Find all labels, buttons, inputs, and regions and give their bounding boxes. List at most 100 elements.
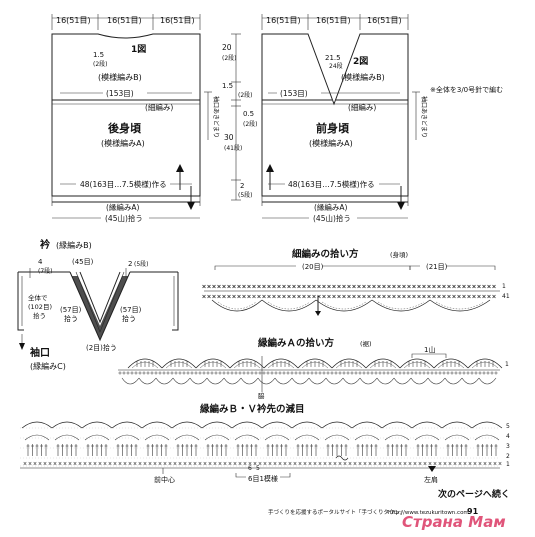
- section3-front-center: 前中心: [154, 475, 175, 484]
- chain-stitch: [222, 371, 226, 375]
- single-crochet-stitch: [352, 284, 356, 289]
- single-crochet-stitch: [412, 284, 416, 289]
- cuff-pattern: (縁編みC): [30, 361, 66, 371]
- single-crochet-stitch: [277, 294, 281, 299]
- back-fig-label: 1図: [131, 44, 146, 55]
- single-crochet-stitch: [377, 294, 381, 299]
- chain-arc-inner: [267, 301, 311, 310]
- chain-stitch: [398, 371, 402, 375]
- back-width-153: (153目): [106, 89, 134, 98]
- edging-a-loop: [365, 358, 401, 369]
- chain-stitch: [154, 371, 158, 375]
- chain-stitch: [270, 371, 274, 375]
- single-crochet-stitch: [202, 294, 206, 299]
- single-crochet-stitch: [433, 461, 437, 466]
- chain-stitch: [478, 371, 482, 375]
- single-crochet-stitch: [432, 294, 436, 299]
- single-crochet-stitch: [392, 294, 396, 299]
- edging-a-lower-arc: [427, 377, 446, 385]
- edging-a-lower-arc: [189, 377, 208, 385]
- chain-stitch: [462, 371, 466, 375]
- site-watermark: Страна Мам: [402, 513, 506, 531]
- single-crochet-stitch: [307, 294, 311, 299]
- single-crochet-stitch: [267, 284, 271, 289]
- cuff-title: 袖口: [29, 346, 50, 359]
- single-crochet-stitch: [257, 294, 261, 299]
- chain-stitch: [262, 371, 266, 375]
- dim-0-5: 0.5: [243, 110, 254, 118]
- chain-stitch: [166, 371, 170, 375]
- edging-b-shell: [291, 421, 323, 429]
- section3-row-2: 2: [506, 453, 510, 460]
- chain-stitch: [122, 371, 126, 375]
- single-crochet-stitch: [472, 284, 476, 289]
- chain-stitch: [338, 371, 342, 375]
- single-crochet-stitch: [138, 461, 142, 466]
- front-dim-top-mid: 16(51目): [316, 16, 351, 25]
- single-crochet-stitch: [417, 284, 421, 289]
- single-crochet-stitch: [458, 461, 462, 466]
- edging-a-loop: [161, 358, 197, 369]
- chain-stitch: [386, 371, 390, 375]
- front-width-153: (153目): [280, 89, 308, 98]
- section3-row-1: 1: [506, 461, 510, 468]
- edging-a-lower-arc: [393, 377, 412, 385]
- single-crochet-stitch: [302, 294, 306, 299]
- chain-stitch: [382, 371, 386, 375]
- edging-a-loop: [127, 358, 163, 369]
- single-crochet-stitch: [428, 461, 432, 466]
- chain-stitch: [350, 371, 354, 375]
- single-crochet-stitch: [292, 284, 296, 289]
- chain-stitch: [254, 371, 258, 375]
- single-crochet-stitch: [327, 294, 331, 299]
- edging-b-shell: [354, 434, 380, 441]
- single-crochet-stitch: [432, 284, 436, 289]
- single-crochet-stitch: [422, 294, 426, 299]
- single-crochet-stitch: [422, 284, 426, 289]
- back-pattern-a: (模様編みA): [101, 138, 145, 148]
- single-crochet-stitch: [298, 461, 302, 466]
- back-side-open: 袖口あきどまり: [212, 96, 220, 138]
- footer-caption: 手づくりを応援するポータルサイト「手づくりタウン」: [268, 508, 406, 516]
- section-edging-b: 縁編みＢ・Ｖ衿先の減目 5 4 3 2 1 6 5 6目1模様 前中心 左肩: [20, 403, 510, 484]
- single-crochet-stitch: [277, 284, 281, 289]
- single-crochet-stitch: [113, 461, 117, 466]
- single-crochet-stitch: [378, 461, 382, 466]
- edging-a-loop: [195, 358, 231, 369]
- single-crochet-stitch: [273, 461, 277, 466]
- section1-title: 細編みの拾い方: [292, 248, 359, 260]
- single-crochet-stitch: [397, 284, 401, 289]
- single-crochet-stitch: [462, 284, 466, 289]
- single-crochet-stitch: [453, 461, 457, 466]
- chain-stitch: [158, 371, 162, 375]
- single-crochet-stitch: [33, 461, 37, 466]
- chain-stitch: [414, 371, 418, 375]
- chain-stitch: [142, 371, 146, 375]
- single-crochet-stitch: [178, 461, 182, 466]
- chain-arc: [315, 299, 373, 312]
- single-crochet-stitch: [317, 284, 321, 289]
- edging-a-lower-arc: [461, 377, 480, 385]
- single-crochet-stitch: [48, 461, 52, 466]
- single-crochet-stitch: [248, 461, 252, 466]
- edging-b-shell: [474, 434, 500, 441]
- chain-stitch: [426, 371, 430, 375]
- edging-a-lower-arc: [223, 377, 242, 385]
- section3-title: 縁編みＢ・Ｖ衿先の減目: [200, 403, 305, 415]
- chain-stitch: [202, 371, 206, 375]
- single-crochet-stitch: [387, 284, 391, 289]
- pointer-arrow-head: [315, 311, 321, 316]
- needle-note: ※全体を3/0号針で編む: [430, 85, 503, 94]
- dim-1-5: 1.5: [222, 82, 233, 90]
- edging-a-lower-arc: [257, 377, 276, 385]
- single-crochet-stitch: [342, 284, 346, 289]
- chain-stitch: [198, 371, 202, 375]
- single-crochet-stitch: [492, 284, 496, 289]
- chain-stitch: [190, 371, 194, 375]
- single-crochet-stitch: [477, 284, 481, 289]
- single-crochet-stitch: [487, 294, 491, 299]
- chain-stitch: [258, 371, 262, 375]
- chain-stitch: [314, 371, 318, 375]
- single-crochet-stitch: [287, 284, 291, 289]
- single-crochet-stitch: [437, 284, 441, 289]
